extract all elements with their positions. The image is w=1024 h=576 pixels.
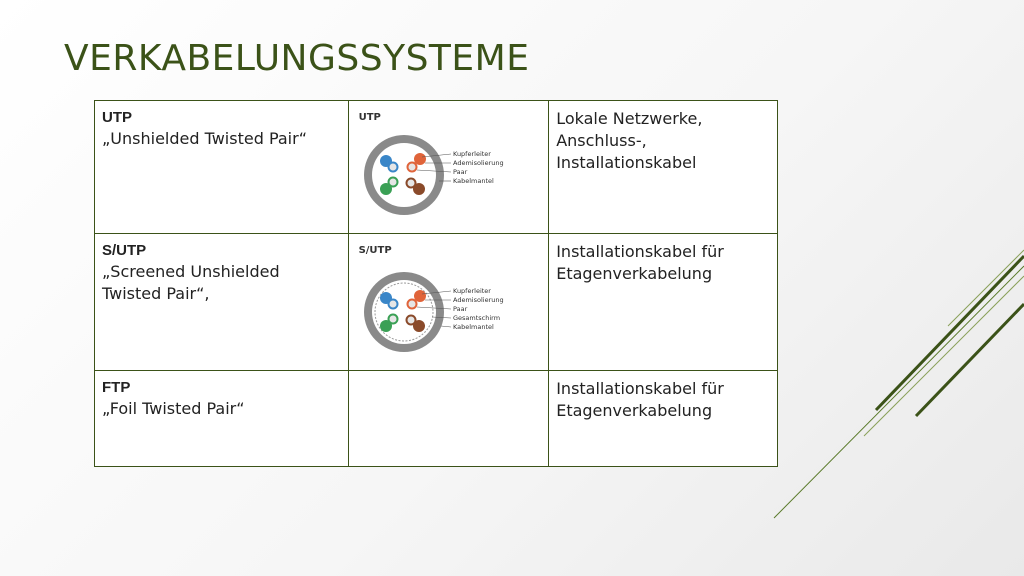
cable-core bbox=[371, 280, 436, 344]
utp-cross-section-diagram: Kupferleiter Ademisolierung Paar Kabelma… bbox=[363, 135, 504, 215]
cable-name: UTP bbox=[102, 109, 132, 126]
sutp-cross-section-diagram: Kupferleiter Ademisolierung Paar Gesamts… bbox=[363, 272, 504, 352]
wire-green-white bbox=[387, 176, 399, 188]
diagram-label: S/UTP bbox=[358, 245, 392, 256]
legend-label: Ademisolierung bbox=[453, 159, 504, 167]
cable-description: „Unshielded Twisted Pair“ bbox=[102, 129, 307, 148]
deco-line bbox=[874, 254, 1024, 412]
legend-label: Paar bbox=[453, 305, 468, 313]
usage-cell: Installationskabel für Etagenverkabelung bbox=[548, 370, 778, 467]
legend-label: Ademisolierung bbox=[453, 296, 504, 304]
overall-shield bbox=[374, 282, 434, 342]
cable-type-cell: UTP „Unshielded Twisted Pair“ bbox=[94, 100, 349, 234]
wire-orange bbox=[413, 153, 426, 165]
deco-line bbox=[773, 265, 1024, 519]
wire-orange-white bbox=[406, 161, 418, 173]
cabling-table: UTP „Unshielded Twisted Pair“ UTP Kup bbox=[94, 100, 778, 467]
wire-orange bbox=[413, 290, 426, 302]
cable-description: „Screened Unshielded Twisted Pair“, bbox=[102, 262, 280, 303]
cable-core bbox=[371, 143, 436, 207]
legend-label: Paar bbox=[453, 168, 468, 176]
diagram-label: UTP bbox=[358, 112, 381, 123]
deco-line bbox=[863, 275, 1024, 437]
wire-brown bbox=[412, 320, 425, 332]
wire-green bbox=[379, 183, 392, 195]
cable-diagram-cell: UTP Kupferleiter Ademisolierung Paar bbox=[347, 100, 550, 234]
slide-title: VERKABELUNGSSYSTEME bbox=[64, 38, 530, 79]
legend-label: Kabelmantel bbox=[453, 177, 494, 185]
table-row: UTP „Unshielded Twisted Pair“ UTP Kup bbox=[94, 100, 778, 234]
wire-brown-white bbox=[405, 177, 417, 189]
usage-cell: Lokale Netzwerke, Anschluss-, Installati… bbox=[548, 100, 778, 234]
cable-type-cell: FTP „Foil Twisted Pair“ bbox=[94, 370, 349, 467]
deco-line bbox=[914, 302, 1024, 418]
cable-type-cell: S/UTP „Screened Unshielded Twisted Pair“… bbox=[94, 233, 349, 371]
legend-label: Gesamtschirm bbox=[453, 314, 500, 322]
cable-diagram-cell-empty bbox=[347, 370, 550, 467]
legend-label: Kupferleiter bbox=[453, 150, 491, 158]
cable-name: S/UTP bbox=[102, 242, 147, 259]
legend-label: Kupferleiter bbox=[453, 287, 491, 295]
wire-brown-white bbox=[405, 314, 417, 326]
cable-description: „Foil Twisted Pair“ bbox=[102, 399, 245, 418]
wire-blue-white bbox=[387, 161, 399, 173]
cable-diagram-cell: S/UTP Kupferleiter Ademisolierung bbox=[347, 233, 550, 371]
wire-brown bbox=[412, 183, 425, 195]
wire-orange-white bbox=[406, 298, 418, 310]
cable-name: FTP bbox=[102, 379, 131, 396]
usage-cell: Installationskabel für Etagenverkabelung bbox=[548, 233, 778, 371]
deco-line bbox=[947, 249, 1024, 327]
legend-label: Kabelmantel bbox=[453, 323, 494, 331]
decorative-lines bbox=[773, 249, 1024, 519]
table-row: FTP „Foil Twisted Pair“ Installationskab… bbox=[94, 370, 778, 467]
wire-blue-white bbox=[387, 298, 399, 310]
table-row: S/UTP „Screened Unshielded Twisted Pair“… bbox=[94, 233, 778, 371]
wire-green bbox=[379, 320, 392, 332]
wire-green-white bbox=[387, 313, 399, 325]
